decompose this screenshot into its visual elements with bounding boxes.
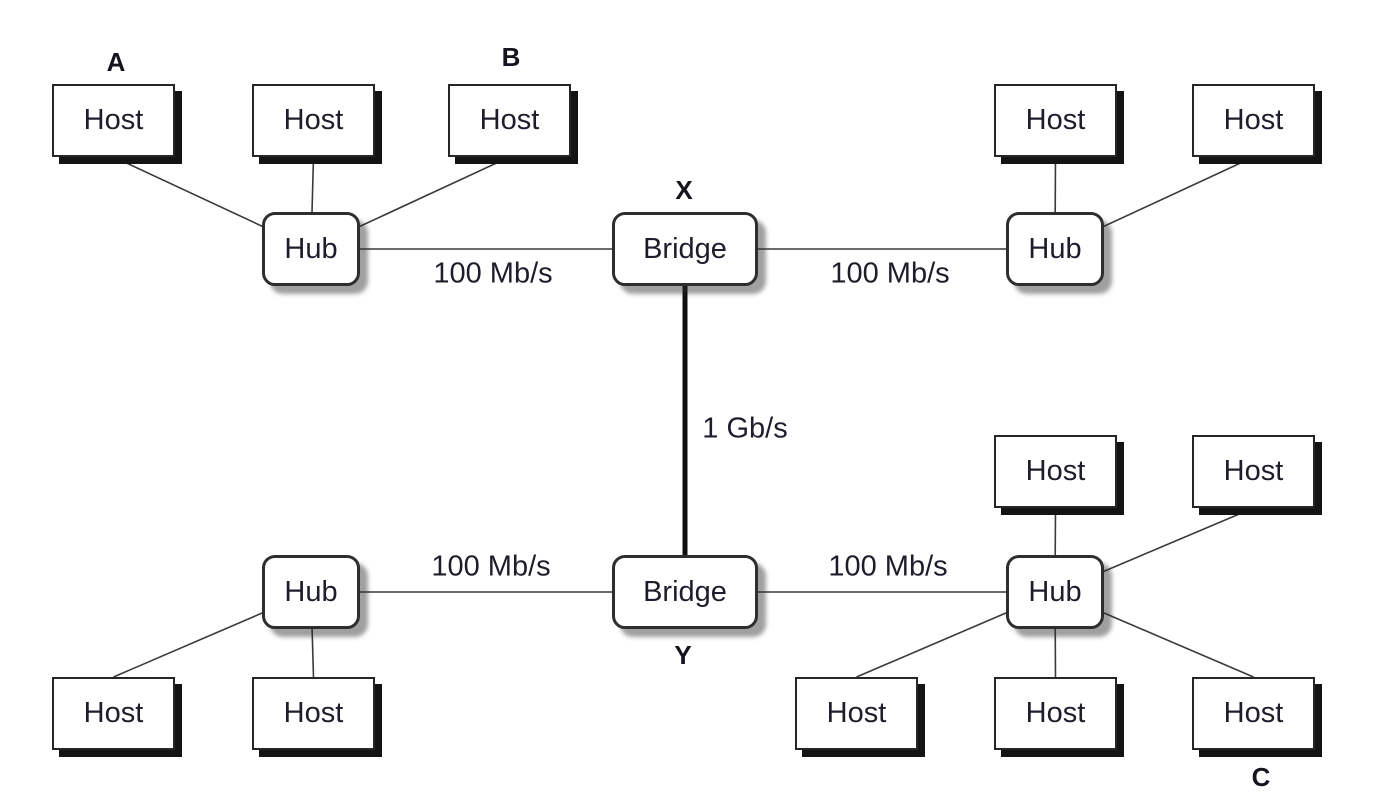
node-label: Host xyxy=(1025,104,1086,136)
node-label: Hub xyxy=(284,232,338,265)
host-node-host-tl-2: Host xyxy=(252,84,375,157)
node-tag-a: A xyxy=(106,47,126,77)
hub-node-hub-bottom-left: Hub xyxy=(262,555,360,629)
host-node-host-br-bot-1: Host xyxy=(795,677,918,750)
bridge-node-bridge-x: Bridge xyxy=(612,212,758,286)
node-label: Host xyxy=(83,697,144,729)
bridge-node-bridge-y: Bridge xyxy=(612,555,758,629)
node-label: Host xyxy=(1223,697,1284,729)
hub-node-hub-bottom-right: Hub xyxy=(1006,555,1104,629)
link-label-100mbs-bottom-right: 100 Mb/s xyxy=(828,550,948,583)
node-label: Hub xyxy=(284,575,338,608)
hub-node-hub-top-left: Hub xyxy=(262,212,360,286)
host-node-host-tl-b: Host xyxy=(448,84,571,157)
node-label: Host xyxy=(283,104,344,136)
node-label: Bridge xyxy=(643,232,727,265)
node-label: Host xyxy=(479,104,540,136)
node-label: Host xyxy=(1223,104,1284,136)
node-label: Hub xyxy=(1028,575,1082,608)
host-node-host-br-top-1: Host xyxy=(994,435,1117,508)
node-label: Hub xyxy=(1028,232,1082,265)
host-node-host-bl-2: Host xyxy=(252,677,375,750)
node-label: Host xyxy=(83,104,144,136)
hub-node-hub-top-right: Hub xyxy=(1006,212,1104,286)
node-tag-b: B xyxy=(501,42,521,72)
link-label-1gbs: 1 Gb/s xyxy=(702,412,788,445)
node-tag-c: C xyxy=(1251,762,1271,792)
host-node-host-bl-1: Host xyxy=(52,677,175,750)
link-label-100mbs-top-left: 100 Mb/s xyxy=(433,257,553,290)
node-tag-y: Y xyxy=(674,640,692,670)
link-label-100mbs-bottom-left: 100 Mb/s xyxy=(431,550,551,583)
node-label: Host xyxy=(1223,455,1284,487)
node-label: Bridge xyxy=(643,575,727,608)
host-node-host-br-bot-2: Host xyxy=(994,677,1117,750)
node-label: Host xyxy=(283,697,344,729)
host-node-host-br-bot-c: Host xyxy=(1192,677,1315,750)
node-label: Host xyxy=(826,697,887,729)
host-node-host-tr-1: Host xyxy=(994,84,1117,157)
host-node-host-br-top-2: Host xyxy=(1192,435,1315,508)
link-label-100mbs-top-right: 100 Mb/s xyxy=(830,257,950,290)
node-tag-x: X xyxy=(675,175,693,205)
node-label: Host xyxy=(1025,697,1086,729)
host-node-host-tr-2: Host xyxy=(1192,84,1315,157)
host-node-host-tl-a: Host xyxy=(52,84,175,157)
node-label: Host xyxy=(1025,455,1086,487)
